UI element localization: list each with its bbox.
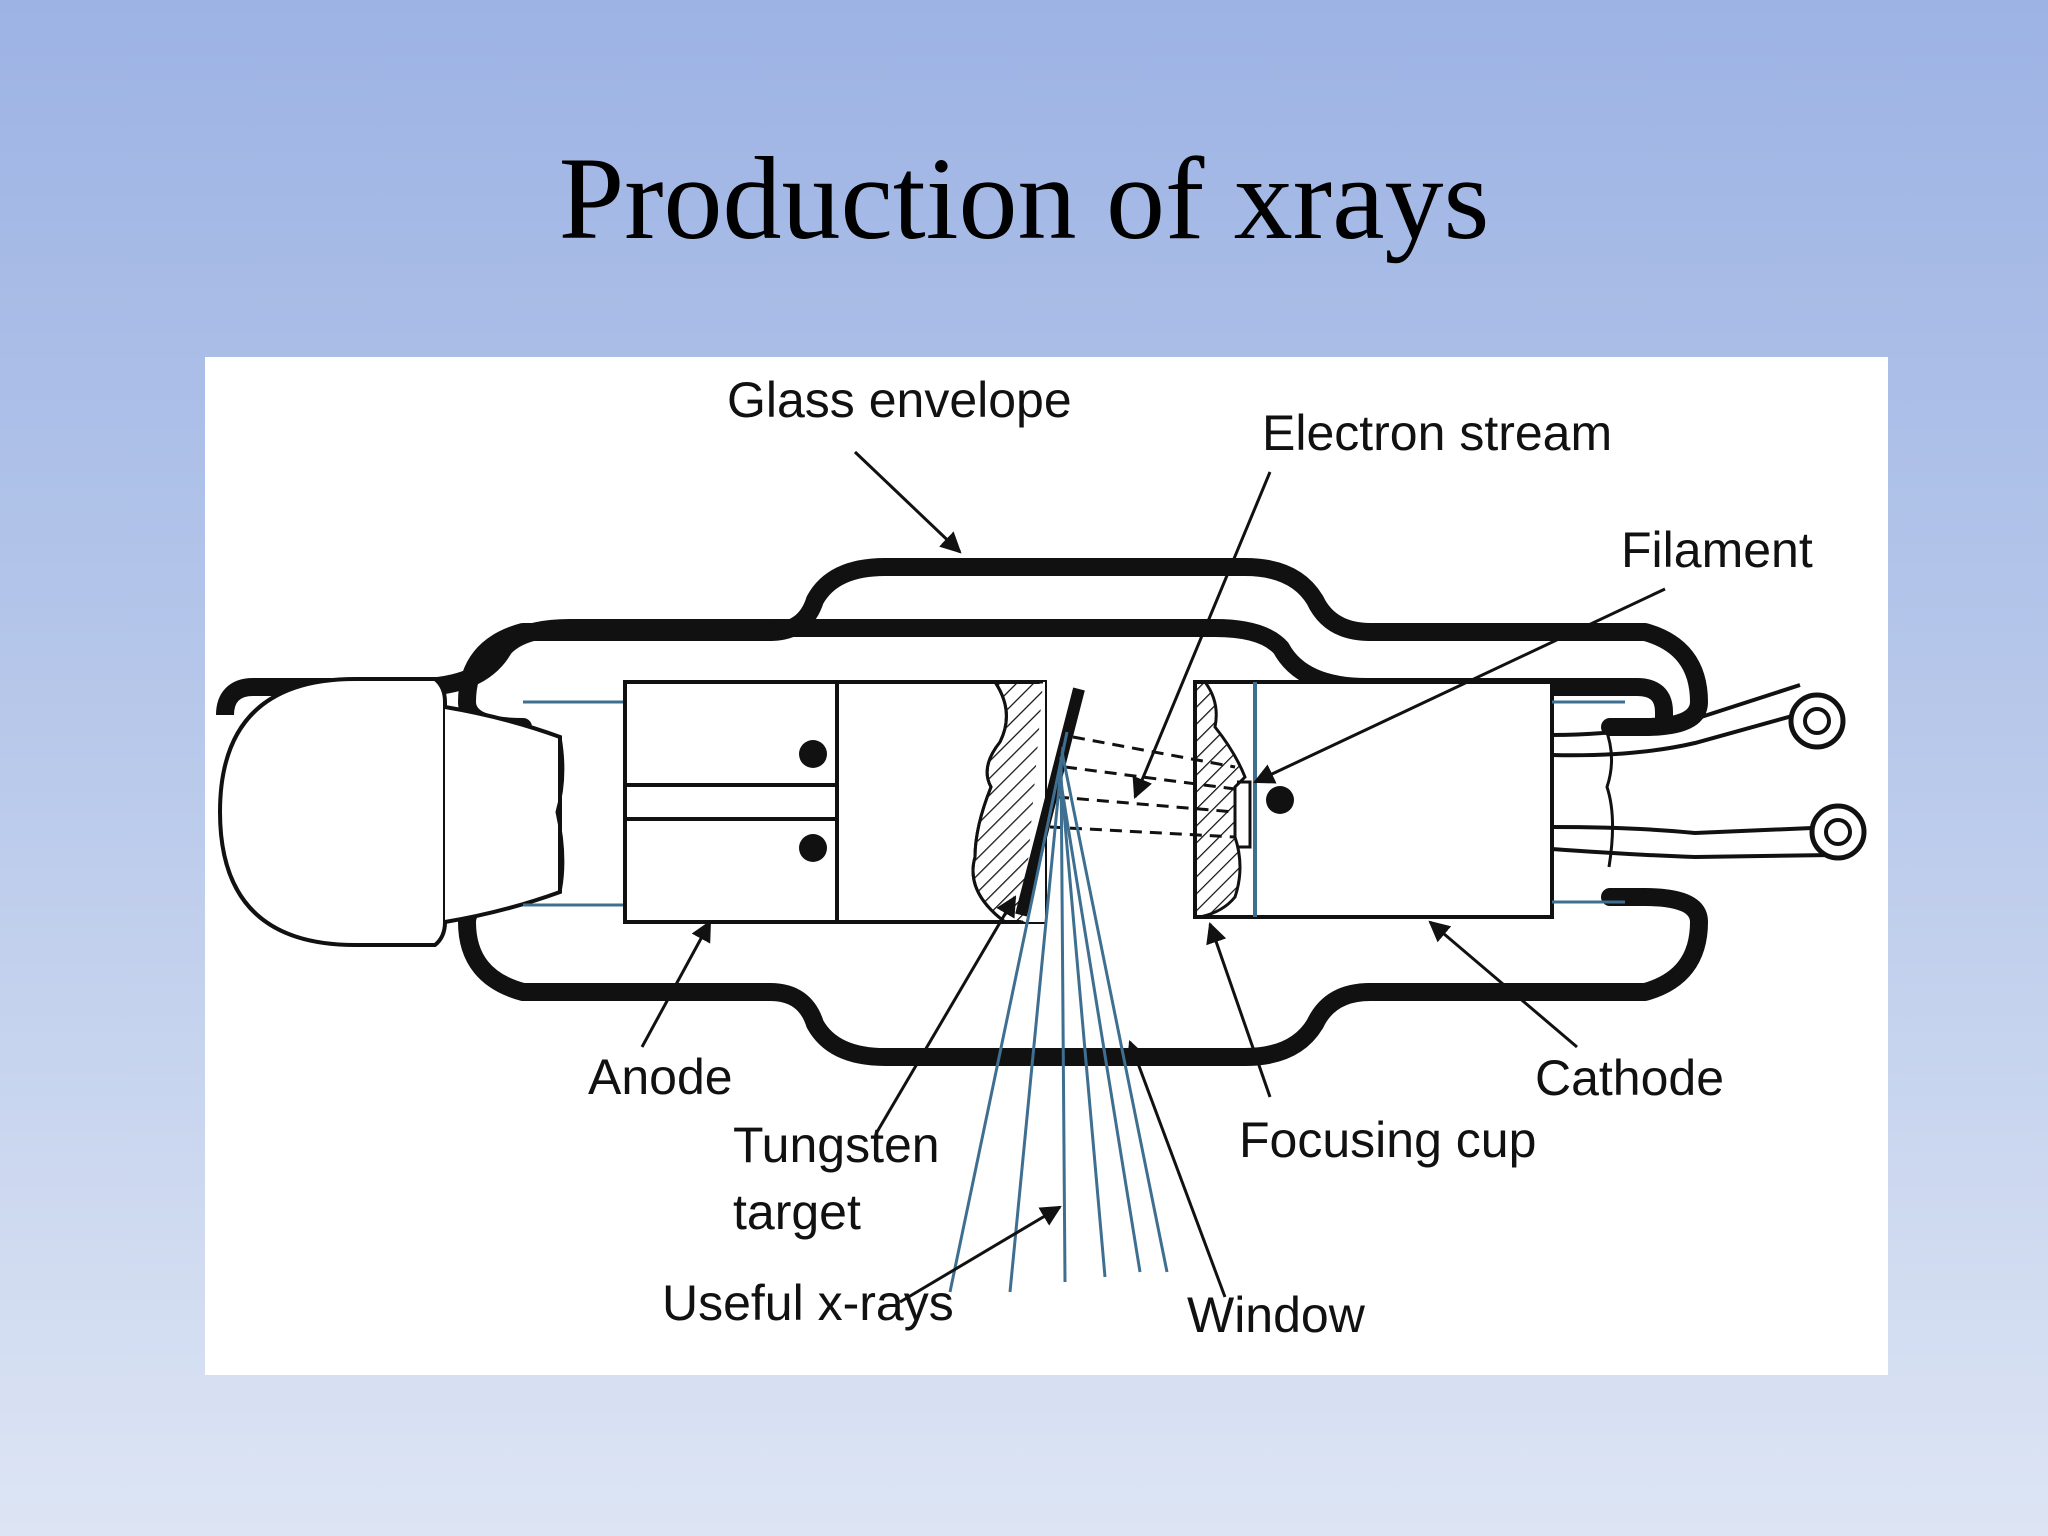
leader-cathode xyxy=(1428,920,1578,1049)
cathode-lead-lower xyxy=(1551,825,1836,836)
anode-rivet-lower xyxy=(799,834,827,862)
envelope-upper-left-fold xyxy=(205,357,225,707)
cathode-lead-upper xyxy=(1551,683,1801,737)
xray-tube-diagram: Glass envelope Electron stream Filament … xyxy=(205,357,1867,1343)
label-tungsten-target-line1: Tungsten xyxy=(733,1117,940,1173)
xray-beam-lines xyxy=(948,731,1169,1293)
leader-focusing-cup xyxy=(1206,922,1272,1098)
label-glass-envelope: Glass envelope xyxy=(727,372,1072,428)
anode-rivet-upper xyxy=(799,740,827,768)
tungsten-target xyxy=(1015,687,1085,917)
label-cathode: Cathode xyxy=(1535,1050,1724,1106)
label-focusing-cup: Focusing cup xyxy=(1239,1112,1536,1168)
label-filament: Filament xyxy=(1621,522,1813,578)
leader-filament xyxy=(1253,587,1666,784)
anode-cap xyxy=(217,677,447,947)
leader-glass-envelope xyxy=(853,450,962,554)
label-electron-stream: Electron stream xyxy=(1262,405,1612,461)
label-useful-xrays: Useful x-rays xyxy=(662,1275,954,1331)
label-anode: Anode xyxy=(588,1049,733,1105)
focusing-cup-hatched xyxy=(1193,680,1247,919)
filament-dot xyxy=(1266,786,1294,814)
diagram-panel: Glass envelope Electron stream Filament … xyxy=(205,357,1888,1375)
label-window: Window xyxy=(1187,1287,1366,1343)
leader-tungsten-target xyxy=(875,895,1017,1133)
label-tungsten-target-line2: target xyxy=(733,1184,861,1240)
leader-anode xyxy=(640,920,712,1048)
leader-window xyxy=(1126,1040,1227,1298)
leader-useful-xrays xyxy=(899,1205,1062,1304)
anode-stem xyxy=(444,705,562,924)
leader-electron-stream xyxy=(1132,471,1272,799)
slide-title: Production of xrays xyxy=(558,133,1490,264)
